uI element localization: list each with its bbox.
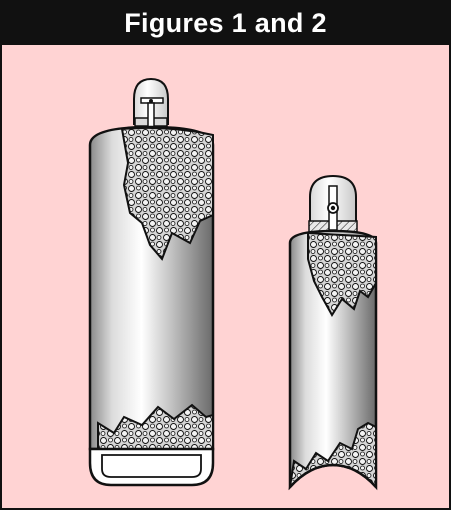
figure-1-valve-handle-icon [140,97,164,128]
figure-2-porous-fill-top [307,231,377,317]
cylinders-illustration [88,77,378,491]
figure-2-cylinder [288,174,378,491]
figure-1-cylinder [88,77,215,487]
figure-2-valve-stem-icon [327,185,339,231]
figure-1-base [88,447,215,487]
title-bar: Figures 1 and 2 [2,2,449,45]
figure-title: Figures 1 and 2 [124,8,327,38]
figure-1-porous-fill-bottom [97,403,214,450]
figure-1-porous-fill-top [120,126,214,261]
